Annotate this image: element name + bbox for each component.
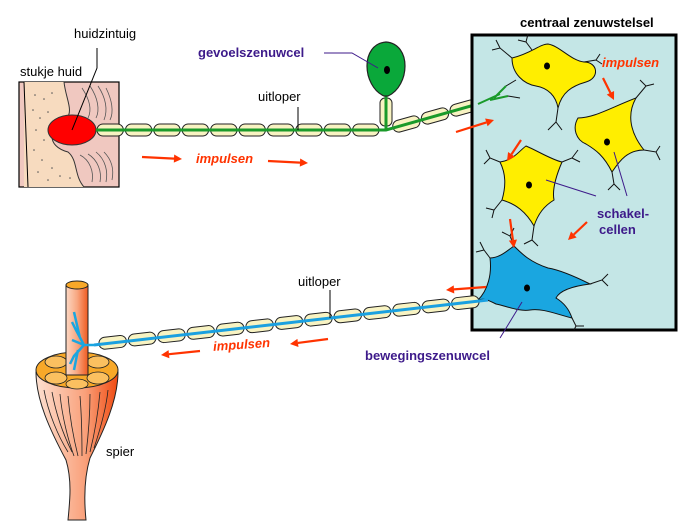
impulse-arrow	[298, 339, 328, 343]
muscle	[36, 281, 118, 520]
impulse-arrow	[268, 161, 300, 163]
label-impulsen-cns: impulsen	[602, 55, 659, 70]
impulse-arrowhead	[161, 350, 169, 358]
impulse-arrowhead	[174, 155, 182, 163]
impulse-arrowhead	[446, 285, 454, 293]
label-bewegingszenuwcel: bewegingszenuwcel	[365, 348, 490, 363]
impulse-arrow	[142, 157, 174, 159]
label-schakel: schakel-	[597, 206, 649, 221]
label-gevoelszenuwcel: gevoelszenuwcel	[198, 45, 304, 60]
label-stukje-huid: stukje huid	[20, 64, 82, 79]
label-spier: spier	[106, 444, 135, 459]
motor-axon	[94, 295, 488, 350]
label-impulsen-top: impulsen	[196, 151, 253, 166]
impulse-arrowhead	[300, 159, 308, 167]
impulse-arrow	[169, 351, 200, 354]
label-uitloper-bottom: uitloper	[298, 274, 341, 289]
label-cellen: cellen	[599, 222, 636, 237]
label-centraal-zenuwstelsel: centraal zenuwstelsel	[520, 15, 654, 30]
label-uitloper-top: uitloper	[258, 89, 301, 104]
impulse-arrowhead	[290, 339, 298, 347]
label-impulsen-bottom: impulsen	[213, 335, 271, 354]
label-huidzintuig: huidzintuig	[74, 26, 136, 41]
central-nervous-system	[472, 34, 676, 330]
